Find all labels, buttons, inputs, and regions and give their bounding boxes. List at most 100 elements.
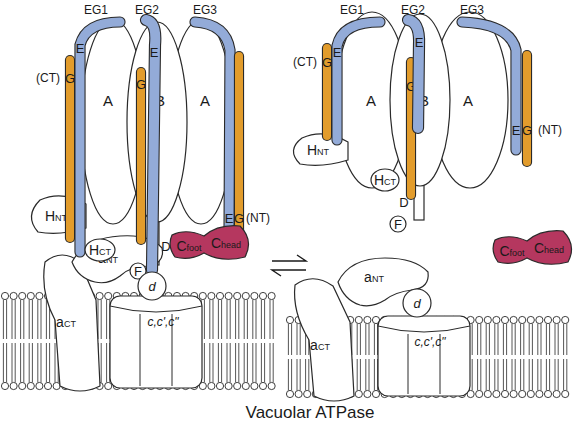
e-subunit-bar: E (140, 18, 162, 274)
subunit-label: E (415, 36, 424, 49)
lipid-tail (253, 343, 256, 382)
lipid-head (501, 390, 508, 397)
g-subunit-bar: G (64, 56, 76, 242)
d-subunit: d (403, 289, 431, 317)
lipid-tail (546, 324, 549, 355)
h-nt-domain-outline (293, 134, 348, 166)
lipid-head (225, 382, 232, 389)
lipid-tail (38, 300, 41, 339)
reverse-half-arrow (272, 270, 306, 276)
g-subunit-bar: G (321, 44, 333, 140)
lipid-tail (253, 300, 256, 339)
lipid-head (519, 316, 526, 323)
d-subunit: d (138, 272, 166, 300)
lipid-tail (236, 343, 239, 382)
subunit-label: Chead (211, 236, 241, 250)
lipid-head (476, 390, 483, 397)
lipid-head (544, 316, 551, 323)
subunit-label: A (366, 93, 376, 108)
lipid-tail (564, 324, 567, 355)
c-ring-detail (110, 306, 202, 312)
lipid-tail (12, 300, 15, 339)
c-ring-detail (408, 334, 409, 394)
lipid-head (199, 292, 206, 299)
a-ct-domain-outline (295, 279, 354, 401)
lipid-tail (261, 300, 264, 339)
f-subunit: F (388, 214, 408, 234)
lipid-tail (529, 359, 532, 390)
subunit-label: G (136, 78, 146, 91)
lipid-head (216, 382, 223, 389)
lipid-head (10, 382, 17, 389)
subunit-label: F (394, 218, 402, 231)
a-ct-domain-outline (44, 255, 100, 391)
lipid-tail (486, 324, 489, 355)
lipid-head (27, 292, 34, 299)
c-subunit-outline (170, 226, 248, 260)
c-ring-detail (378, 326, 470, 332)
e-subunit-bar: E (402, 18, 426, 132)
lipid-tail (478, 324, 481, 355)
lipid-tail (210, 300, 213, 339)
lipid-tail (210, 343, 213, 382)
lipid-head (259, 382, 266, 389)
lipid-head (259, 292, 266, 299)
lipid-tail (297, 359, 300, 390)
lipid-head (510, 316, 517, 323)
lipid-head (225, 292, 232, 299)
lipid-tail (244, 343, 247, 382)
lipid-tail (486, 359, 489, 390)
subunit-label: F (134, 265, 142, 278)
lipid-head (234, 292, 241, 299)
lipid-head (295, 390, 302, 397)
h-ct-domain-outline (371, 169, 399, 191)
subunit-label: E (76, 42, 85, 55)
subunit-label: E (333, 46, 342, 59)
lipid-tail (538, 359, 541, 390)
subunit-label: c,c',c" (414, 336, 445, 348)
lipid-head (286, 390, 293, 397)
lipid-tail (512, 359, 515, 390)
lipid-head (355, 390, 362, 397)
subunit-label: G (65, 72, 75, 85)
lipid-head (96, 292, 103, 299)
subunit-label: c,c',c" (147, 316, 178, 328)
subunit-label: G (322, 56, 332, 69)
h-nt-domain-outline (31, 196, 86, 234)
c-ring: c,c',c" (376, 314, 472, 398)
part-label: EG1 (84, 4, 108, 16)
lipid-tail (564, 359, 567, 390)
lipid-tail (555, 324, 558, 355)
lipid-tail (98, 300, 101, 339)
lipid-head (10, 292, 17, 299)
lipid-tail (357, 359, 360, 390)
lipid-head (527, 316, 534, 323)
part-label: EG3 (193, 4, 217, 16)
lipid-head (36, 292, 43, 299)
d-subunit-outline (138, 272, 166, 300)
e-subunit-bar-fill (195, 22, 230, 236)
lipid-tail (270, 300, 273, 339)
lipid-head (44, 382, 51, 389)
lipid-head (53, 382, 60, 389)
lipid-head (268, 382, 275, 389)
lipid-head (105, 292, 112, 299)
shape-canvas (521, 51, 533, 166)
lipid-head (536, 390, 543, 397)
g-subunit-bar-outline (234, 56, 244, 248)
lipid-tail (357, 324, 360, 355)
lipid-tail (38, 343, 41, 382)
lipid-head (286, 316, 293, 323)
lipid-tail (218, 300, 221, 339)
c-ring-outline (378, 316, 470, 396)
g-subunit-bar-fill (523, 55, 531, 162)
c-subunit-outline (493, 231, 571, 265)
part-label: (CT) (36, 72, 60, 84)
lipid-head (484, 316, 491, 323)
subunit-label: E (150, 46, 159, 59)
subunit-label: Cfoot (176, 239, 201, 253)
lipid-tail (236, 300, 239, 339)
lipid-tail (503, 359, 506, 390)
lipid-head (553, 316, 560, 323)
subunit-label: HNT (45, 209, 67, 223)
